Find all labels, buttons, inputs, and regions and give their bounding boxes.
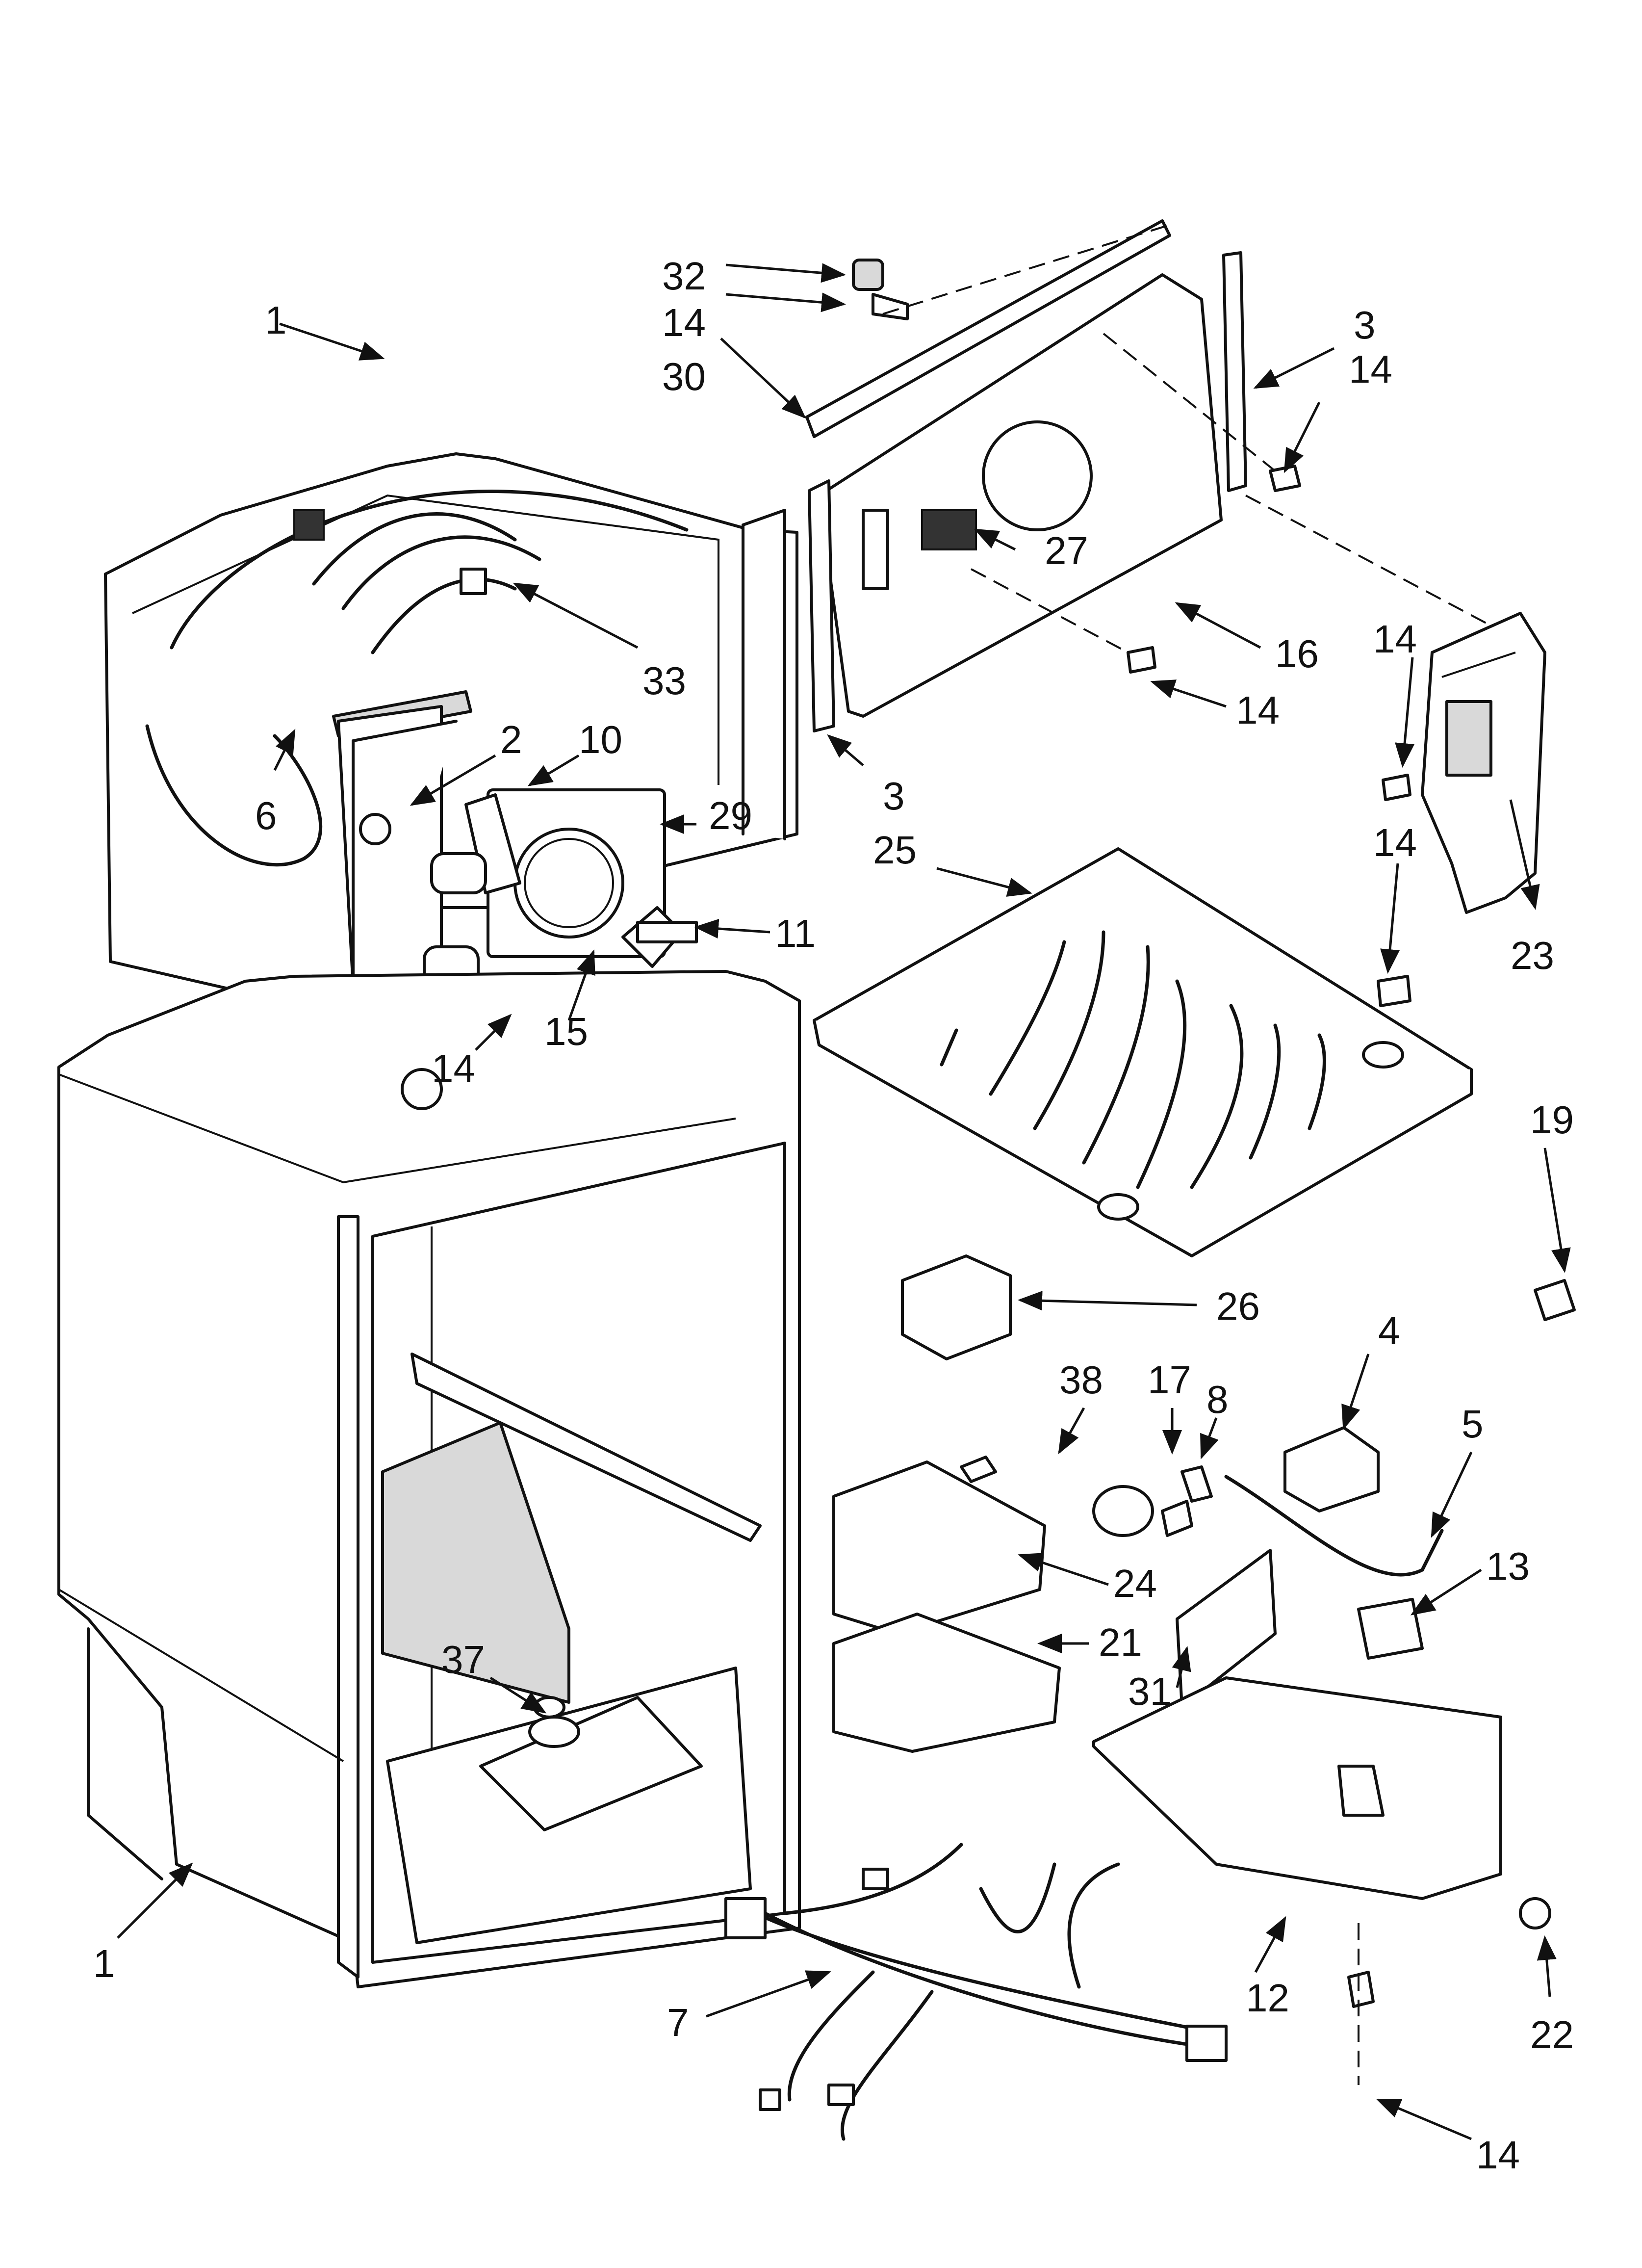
callout-23: 23 [1511, 934, 1554, 977]
callout-32: 32 [662, 254, 706, 298]
callout-3: 3 [883, 774, 905, 818]
callout-17: 17 [1148, 1358, 1191, 1402]
callout-3: 3 [1354, 303, 1376, 347]
callout-25: 25 [873, 828, 917, 872]
pan-cover-part [813, 847, 1473, 1257]
callout-33: 33 [642, 659, 686, 703]
callout-37: 37 [441, 1638, 485, 1681]
leader-arrows [117, 263, 1571, 2140]
refrigerator-liner-part [57, 970, 801, 1988]
callout-31: 31 [1128, 1669, 1172, 1713]
callout-16: 16 [1275, 632, 1319, 676]
callout-13: 13 [1486, 1544, 1530, 1588]
callout-11: 11 [775, 912, 816, 955]
callout-14: 14 [1373, 821, 1417, 864]
callout-6: 6 [255, 794, 277, 837]
callout-21: 21 [1099, 1620, 1142, 1664]
callout-14: 14 [1236, 688, 1280, 732]
callout-29: 29 [709, 794, 752, 837]
control-housing-rear-panel [805, 219, 1487, 732]
callout-14: 14 [432, 1046, 475, 1090]
callout-14: 14 [1349, 347, 1392, 391]
callout-8: 8 [1206, 1378, 1229, 1421]
callout-2: 2 [500, 718, 522, 761]
callout-30: 30 [662, 355, 706, 398]
callout-14: 14 [1373, 617, 1417, 661]
callout-14: 14 [662, 301, 706, 344]
callout-26: 26 [1216, 1284, 1260, 1328]
callout-38: 38 [1059, 1358, 1103, 1402]
callout-10: 10 [579, 718, 622, 761]
callout-27: 27 [1045, 529, 1088, 573]
callout-15: 15 [544, 1010, 588, 1053]
callout-4: 4 [1378, 1309, 1400, 1353]
callout-labels: 32 14 30 3 14 1 27 33 16 14 14 2 10 6 29… [93, 254, 1574, 2177]
callout-19: 19 [1530, 1098, 1574, 1142]
fan-motor-assembly [359, 788, 698, 988]
callout-5: 5 [1462, 1402, 1484, 1446]
cover-part [1377, 612, 1546, 1007]
callout-22: 22 [1530, 2013, 1574, 2057]
callout-7: 7 [667, 2001, 689, 2044]
callout-1: 1 [93, 1942, 115, 1985]
small-parts [533, 1254, 1576, 2008]
callout-24: 24 [1113, 1562, 1157, 1605]
wire-harness-part [724, 1843, 1228, 2141]
callout-12: 12 [1246, 1976, 1289, 2020]
callout-14: 14 [1476, 2133, 1520, 2177]
callout-1: 1 [265, 298, 287, 342]
